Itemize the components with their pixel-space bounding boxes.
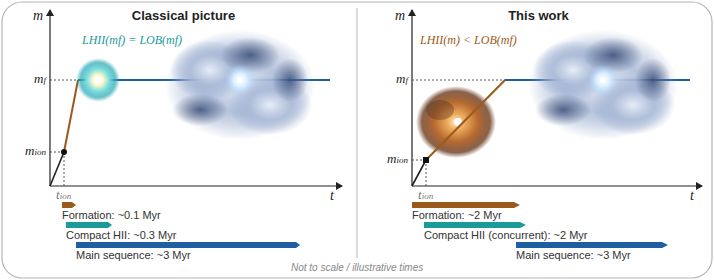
timeline-label: Formation: ~0.1 Myr <box>62 209 161 222</box>
timeline-label: Main sequence: ~3 Myr <box>516 249 631 262</box>
svg-circle <box>587 64 619 96</box>
svg-ellipse <box>528 30 678 140</box>
axis-label: t <box>690 188 694 204</box>
svg-circle <box>237 77 243 83</box>
guide-line <box>426 160 427 186</box>
svg-circle <box>224 64 256 96</box>
panel-title: Classical picture <box>2 8 365 23</box>
panel: Classical picture <box>2 2 365 258</box>
guide-line <box>412 80 505 81</box>
mass-track <box>64 80 78 152</box>
svg-ellipse <box>426 100 454 120</box>
timeline-bar <box>516 242 668 248</box>
timeline-bar <box>412 202 520 208</box>
nebula-cloud <box>528 30 678 140</box>
panel: This work <box>357 2 714 258</box>
y-axis <box>49 10 50 186</box>
mass-track <box>50 152 64 186</box>
timeline-label: Compact HII (concurrent): ~2 Myr <box>424 229 588 242</box>
star <box>94 76 102 84</box>
panel-title: This work <box>357 8 714 23</box>
mass-track <box>426 80 505 160</box>
mass-track <box>412 160 426 186</box>
compact-hii-region <box>76 58 120 102</box>
svg-ellipse <box>272 58 308 102</box>
accreting-nebula <box>416 86 496 158</box>
x-axis <box>50 185 342 186</box>
panel-divider <box>357 8 358 258</box>
mass-label: mf <box>396 72 408 87</box>
timeline-bar <box>424 222 526 228</box>
time-label: tion <box>418 188 433 203</box>
x-axis <box>412 185 702 186</box>
mass-label: mf <box>34 72 46 87</box>
axis-label: m <box>395 8 405 24</box>
timeline-label: Main sequence: ~3 Myr <box>76 249 191 262</box>
svg-ellipse <box>172 94 228 126</box>
axis-label: t <box>330 188 334 204</box>
timeline-bar <box>62 202 76 208</box>
guide-line <box>64 152 65 186</box>
timeline-label: Formation: ~2 Myr <box>412 209 502 222</box>
luminosity-relation: LHII(m) < LOB(mf) <box>420 34 517 48</box>
svg-ellipse <box>535 94 591 126</box>
timeline-label: Compact HII: ~0.3 Myr <box>66 229 176 242</box>
svg-ellipse <box>165 30 315 140</box>
nebula-cloud <box>165 30 315 140</box>
ionisation-dot <box>61 149 67 155</box>
svg-ellipse <box>635 58 671 102</box>
svg-ellipse <box>416 86 496 158</box>
luminosity-relation: LHII(mf) = LOB(mf) <box>82 34 182 48</box>
timeline-bar <box>66 222 112 228</box>
axis-label: m <box>33 8 43 24</box>
timeline-bar <box>76 242 300 248</box>
time-label: tion <box>56 188 71 203</box>
caption: Not to scale / illustrative times <box>291 262 423 274</box>
mass-label: mion <box>387 152 408 167</box>
mass-label: mion <box>25 144 46 159</box>
ionisation-dot <box>423 157 429 163</box>
svg-circle <box>600 77 606 83</box>
guide-line <box>50 80 78 81</box>
